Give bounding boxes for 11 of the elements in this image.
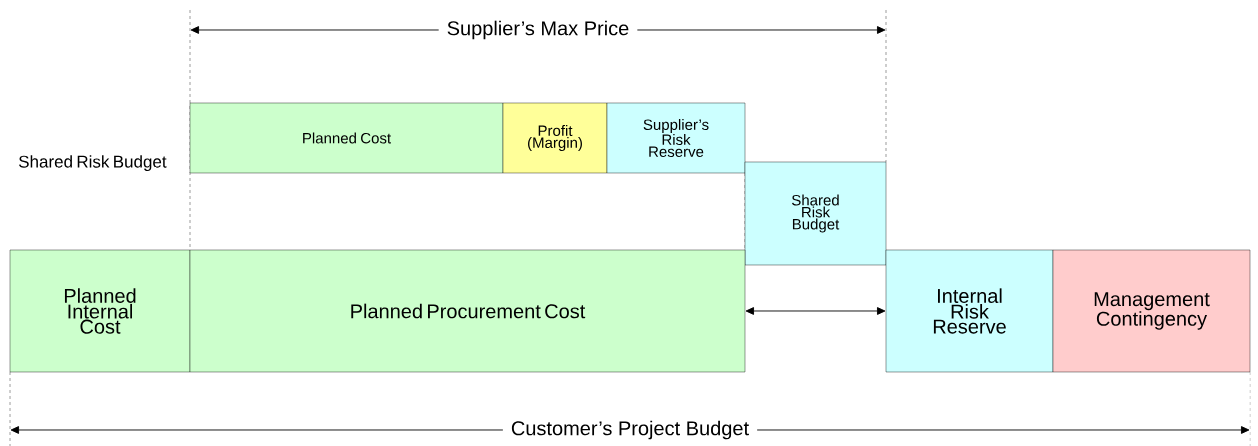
cost-box: Planned Cost	[189, 102, 504, 174]
note-text: Shared Risk Budget	[19, 155, 167, 172]
cost-box: Planned Internal Cost	[9, 249, 191, 373]
cost-box: Internal Risk Reserve	[885, 249, 1054, 373]
cost-box: Supplier’s Risk Reserve	[606, 102, 746, 174]
cost-box: Management Contingency	[1052, 249, 1251, 373]
dimension-label: Customer’s Project Budget	[502, 419, 758, 441]
arrow	[745, 307, 886, 315]
dimension-label: Supplier’s Max Price	[438, 19, 638, 41]
cost-box: Shared Risk Budget	[744, 161, 887, 266]
cost-box: Profit (Margin)	[502, 102, 608, 174]
